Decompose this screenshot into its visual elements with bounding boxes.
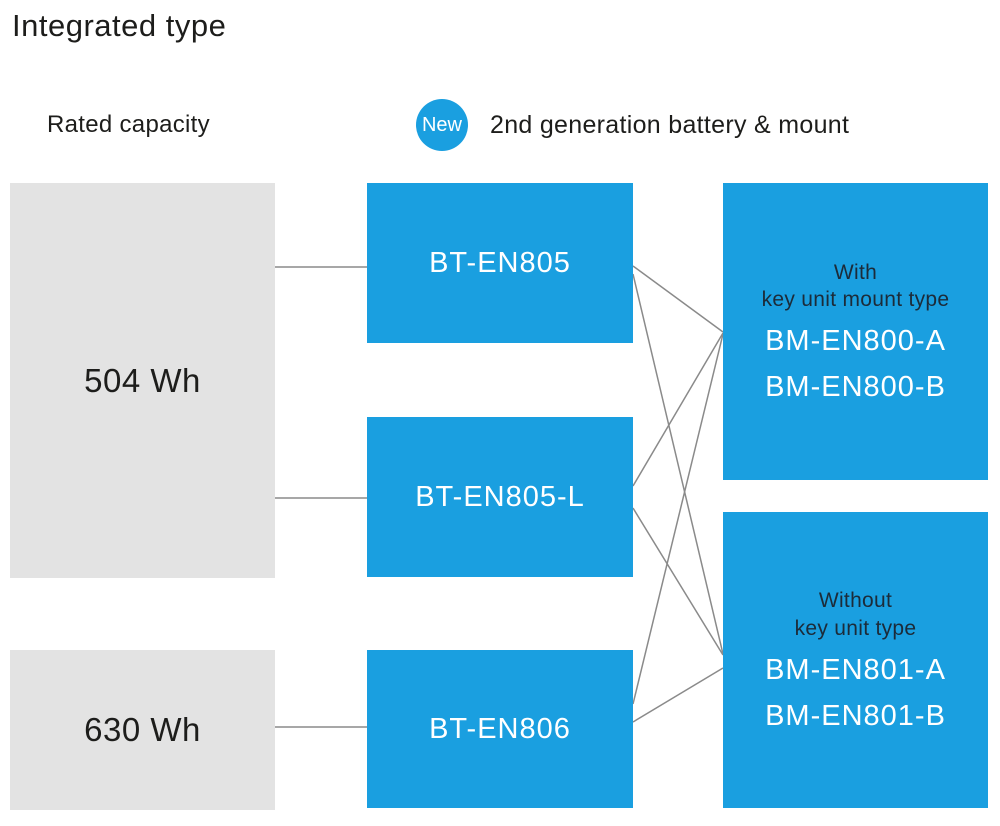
connector-battery1-mount2 bbox=[632, 273, 724, 655]
generation-header: New 2nd generation battery & mount bbox=[416, 99, 849, 151]
mount-model: BM-EN801-A bbox=[765, 653, 946, 686]
mount-model: BM-EN800-A bbox=[765, 325, 946, 358]
connector-battery3-mount2 bbox=[632, 667, 724, 723]
mount-box-with-key-unit: With key unit mount type BM-EN800-A BM-E… bbox=[723, 183, 988, 480]
connector-battery2-mount1 bbox=[632, 332, 724, 487]
mount-caption-line2: key unit mount type bbox=[761, 288, 950, 311]
mount-caption-line2: key unit type bbox=[794, 616, 917, 640]
battery-label: BT-EN805-L bbox=[415, 480, 585, 513]
battery-box-bt-en805: BT-EN805 bbox=[367, 183, 633, 343]
battery-label: BT-EN806 bbox=[429, 712, 571, 745]
mount-box-without-key-unit: Without key unit type BM-EN801-A BM-EN80… bbox=[723, 512, 988, 808]
mount-model: BM-EN801-B bbox=[765, 699, 946, 732]
battery-label: BT-EN805 bbox=[429, 246, 571, 279]
connector-battery1-mount1 bbox=[632, 265, 724, 333]
capacity-label: 504 Wh bbox=[84, 361, 201, 399]
mount-caption: Without key unit type bbox=[795, 587, 917, 642]
mount-caption-line1: With bbox=[833, 260, 878, 284]
connector-battery2-mount2 bbox=[632, 507, 724, 656]
mount-model: BM-EN800-B bbox=[765, 371, 946, 404]
capacity-label: 630 Wh bbox=[84, 711, 201, 748]
mount-caption: With key unit mount type bbox=[762, 259, 950, 314]
capacity-box-630wh: 630 Wh bbox=[10, 650, 275, 810]
page-title: Integrated type bbox=[12, 8, 227, 43]
new-badge: New bbox=[416, 99, 468, 151]
battery-box-bt-en805-l: BT-EN805-L bbox=[367, 417, 633, 577]
capacity-box-504wh: 504 Wh bbox=[10, 183, 275, 578]
generation-header-label: 2nd generation battery & mount bbox=[490, 110, 850, 139]
connector-battery3-mount1 bbox=[632, 333, 724, 705]
mount-caption-line1: Without bbox=[818, 589, 893, 613]
mount-model-list: BM-EN801-A BM-EN801-B bbox=[765, 654, 946, 733]
rated-capacity-header: Rated capacity bbox=[47, 111, 210, 138]
mount-model-list: BM-EN800-A BM-EN800-B bbox=[765, 325, 946, 404]
battery-box-bt-en806: BT-EN806 bbox=[367, 650, 633, 808]
